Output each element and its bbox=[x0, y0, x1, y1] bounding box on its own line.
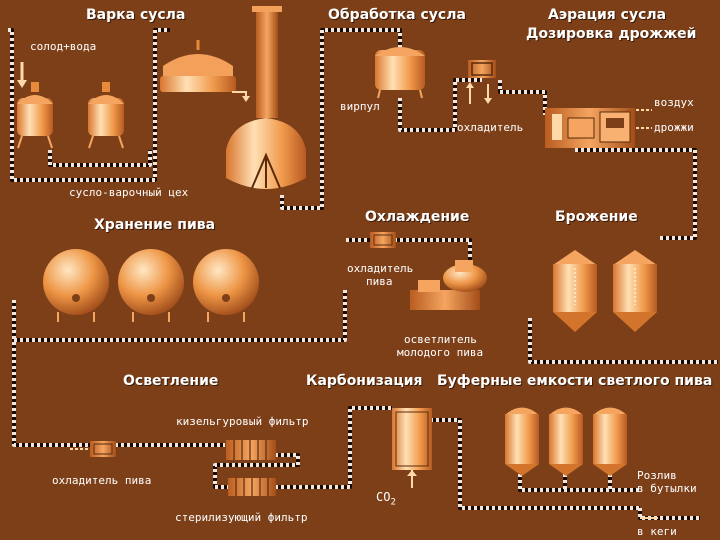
label-cooler-treatment: охладитель bbox=[457, 121, 524, 134]
title-beer-storage: Хранение пива bbox=[94, 217, 216, 233]
label-malt-water: солод+вода bbox=[30, 40, 97, 53]
title-wort-treatment: Обработка сусла bbox=[328, 7, 466, 23]
label-sterile-filter: стерилизующий фильтр bbox=[175, 511, 308, 524]
pipe-network bbox=[8, 28, 718, 520]
title-carbonization: Карбонизация bbox=[306, 373, 423, 389]
title-fermentation: Брожение bbox=[555, 209, 638, 225]
buffer-tank-2 bbox=[549, 407, 583, 476]
title-buffer-tanks: Буферные емкости светлого пива bbox=[437, 373, 713, 389]
buffer-tank-3 bbox=[593, 407, 627, 476]
sterile-filter bbox=[228, 478, 276, 496]
label-air: воздух bbox=[654, 96, 694, 109]
storage-tank-2 bbox=[118, 249, 184, 322]
label-beer-cooler-mid-1: охладитель bbox=[347, 262, 414, 275]
label-yeast: дрожжи bbox=[654, 121, 694, 134]
mash-tun-2 bbox=[88, 82, 124, 149]
buffer-tank-1 bbox=[505, 407, 539, 476]
fermenter-1 bbox=[553, 250, 597, 332]
storage-tank-3 bbox=[193, 249, 259, 322]
brew-kettle bbox=[226, 6, 306, 189]
title-yeast-dosing: Дозировка дрожжей bbox=[526, 26, 697, 42]
mash-tun-1 bbox=[17, 82, 53, 149]
whirlpool bbox=[375, 47, 425, 99]
storage-tank-1 bbox=[43, 249, 109, 322]
pipe-mashtun-loop bbox=[48, 150, 152, 167]
label-kegs: в кеги bbox=[637, 525, 677, 538]
carbonation-tank bbox=[392, 408, 432, 488]
label-bottling-2: в бутылки bbox=[637, 482, 697, 495]
title-cooling: Охлаждение bbox=[365, 209, 470, 225]
kieselguhr-filter bbox=[226, 440, 276, 460]
pipe-storage-to-clarification bbox=[12, 300, 90, 447]
aeration-skid bbox=[545, 108, 635, 148]
label-beer-cooler-mid-2: пива bbox=[366, 275, 393, 288]
label-whirlpool: вирпул bbox=[340, 100, 380, 113]
title-wort-boiling: Варка сусла bbox=[86, 7, 186, 23]
title-clarification: Осветление bbox=[123, 373, 219, 389]
label-beer-cooler-bottom: охладитель пива bbox=[52, 474, 152, 487]
young-beer-clarifier bbox=[410, 260, 487, 310]
lauter-tun bbox=[160, 40, 236, 92]
pipe-cooler-to-aeration bbox=[498, 80, 547, 115]
fermenter-2 bbox=[613, 250, 657, 332]
title-wort-aeration: Аэрация сусла bbox=[548, 7, 667, 23]
pipe-fermenters-to-clarifier bbox=[528, 318, 718, 364]
beer-cooler-bottom bbox=[70, 441, 116, 457]
label-kieselguhr-filter: кизельгуровый фильтр bbox=[176, 415, 309, 428]
label-wort-house: сусло-варочный цех bbox=[69, 186, 189, 199]
hop-arrow-icon bbox=[232, 91, 250, 102]
label-co2: CO2 bbox=[376, 490, 396, 508]
malt-arrow-icon bbox=[17, 62, 27, 88]
pipe-malt-inlet bbox=[8, 28, 170, 182]
pipe-buffer-manifold bbox=[518, 468, 640, 492]
label-clarifier-1: осветлитель bbox=[404, 333, 477, 346]
label-bottling-1: Розлив bbox=[637, 469, 677, 482]
wort-cooler bbox=[466, 60, 496, 104]
beer-cooler-mid bbox=[370, 232, 396, 248]
label-clarifier-2: молодого пива bbox=[397, 346, 484, 359]
